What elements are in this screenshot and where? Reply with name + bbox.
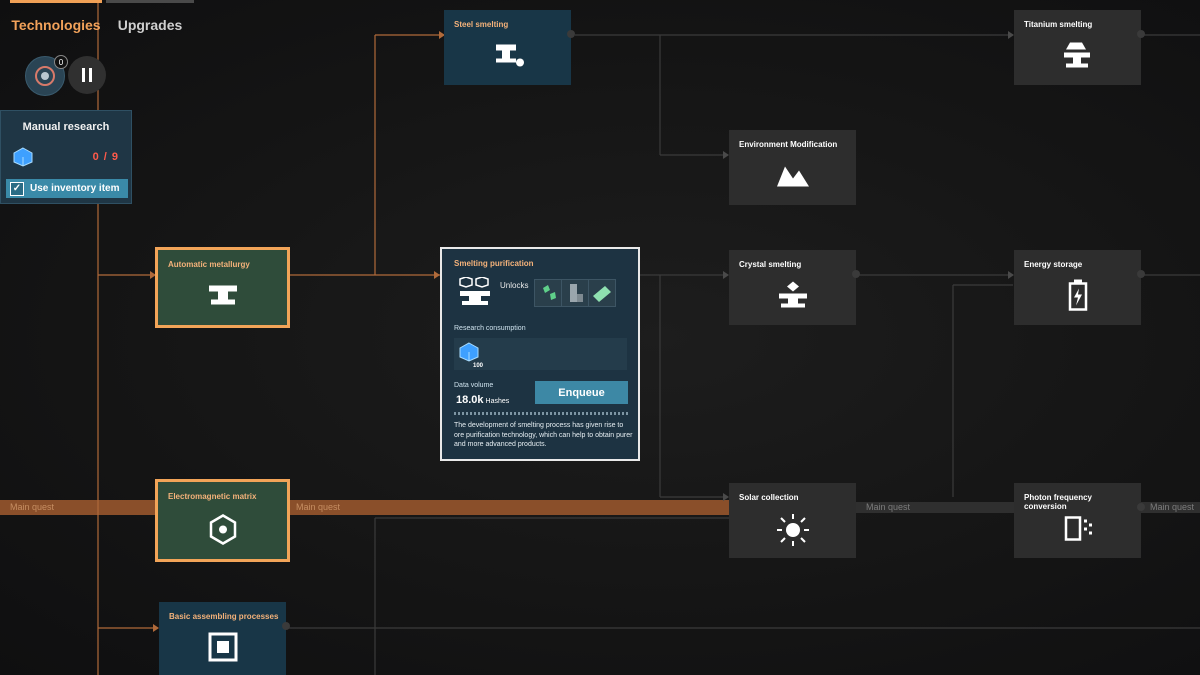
unlock-item-slot[interactable] xyxy=(588,279,616,307)
popup-title: Smelting purification xyxy=(454,259,534,268)
node-label: Automatic metallurgy xyxy=(168,260,250,269)
anvil-purification-icon xyxy=(459,277,490,305)
crystal-ore-icon xyxy=(543,285,556,300)
battery-icon xyxy=(1068,279,1087,311)
tab-upgrades[interactable]: Upgrades xyxy=(106,0,194,47)
main-quest-band xyxy=(0,500,730,515)
sun-icon xyxy=(776,513,809,546)
main-quest-label: Main quest xyxy=(10,502,55,512)
tech-node-electromagnetic-matrix[interactable]: Electromagnetic matrix xyxy=(155,479,290,562)
manual-research-panel: Manual research 0 / 9 ✓ Use inventory it… xyxy=(0,110,132,204)
anvil-icon xyxy=(208,285,237,304)
tech-node-basic-assembling-processes[interactable]: Basic assembling processes xyxy=(159,602,290,675)
manual-research-title: Manual research xyxy=(22,121,110,133)
pause-button[interactable] xyxy=(68,56,106,94)
research-consumption-bar xyxy=(454,338,627,370)
tech-description: The development of smelting process has … xyxy=(454,422,633,448)
tech-node-photon-frequency-conversion[interactable]: Photon frequency conversion xyxy=(1014,483,1145,558)
node-connector xyxy=(1137,503,1145,511)
terrain-modification-icon xyxy=(776,166,809,186)
research-queue-icon xyxy=(35,66,55,86)
unlock-item-slot[interactable] xyxy=(561,279,589,307)
tech-node-crystal-smelting[interactable]: Crystal smelting xyxy=(729,250,860,325)
tech-node-environment-modification[interactable]: Environment Modification xyxy=(729,130,856,205)
unlocks-label: Unlocks xyxy=(500,281,529,290)
photon-converter-icon xyxy=(1064,515,1092,541)
research-consumption-label: Research consumption xyxy=(454,325,526,332)
use-inventory-item-label: Use inventory item xyxy=(30,183,120,194)
checkbox-checked-icon[interactable]: ✓ xyxy=(10,181,24,196)
node-connector xyxy=(282,622,290,630)
node-label: Environment Modification xyxy=(739,140,838,149)
node-connector xyxy=(567,30,575,38)
data-volume-number: 18.0k xyxy=(456,394,484,406)
tech-node-energy-storage[interactable]: Energy storage xyxy=(1014,250,1145,325)
enqueue-button[interactable]: Enqueue xyxy=(535,381,628,404)
electromagnetic-matrix-icon xyxy=(209,513,236,545)
tech-node-titanium-smelting[interactable]: Titanium smelting xyxy=(1014,10,1145,85)
matrix-cube-icon xyxy=(459,342,479,362)
main-quest-label: Main quest xyxy=(866,502,911,512)
node-connector xyxy=(852,270,860,278)
data-volume-label: Data volume xyxy=(454,382,494,389)
matrix-cube-icon xyxy=(13,147,33,167)
anvil-titanium-icon xyxy=(1063,42,1090,67)
node-label: Energy storage xyxy=(1024,260,1083,269)
anvil-crystal-icon xyxy=(778,281,807,307)
node-label: Photon frequency conversion xyxy=(1024,493,1093,511)
glass-plate-icon xyxy=(593,286,611,302)
node-label: Crystal smelting xyxy=(739,260,802,269)
queue-count-badge: 0 xyxy=(54,55,68,69)
pipe-fitting-icon xyxy=(570,284,583,302)
main-quest-label: Main quest xyxy=(296,502,341,512)
manual-research-count: 0 / 9 xyxy=(92,151,119,163)
main-quest-label: Main quest xyxy=(1150,502,1195,512)
node-label: Basic assembling processes xyxy=(169,612,279,621)
assembler-icon xyxy=(208,632,237,661)
use-inventory-item-toggle[interactable]: ✓ Use inventory item xyxy=(6,179,128,198)
unlock-item-slot[interactable] xyxy=(534,279,562,307)
pause-icon xyxy=(82,68,92,82)
divider xyxy=(454,412,629,415)
tech-node-automatic-metallurgy[interactable]: Automatic metallurgy xyxy=(155,247,290,328)
node-label: Steel smelting xyxy=(454,20,509,29)
consumption-quantity: 100 xyxy=(473,363,484,369)
research-queue-button[interactable]: 0 xyxy=(25,55,68,96)
node-label: Solar collection xyxy=(739,493,799,502)
node-connector xyxy=(1137,30,1145,38)
node-label: Electromagnetic matrix xyxy=(168,492,257,501)
anvil-fire-icon xyxy=(495,44,524,66)
node-label: Titanium smelting xyxy=(1024,20,1093,29)
node-connector xyxy=(1137,270,1145,278)
tech-node-solar-collection[interactable]: Solar collection xyxy=(729,483,856,558)
tab-technologies[interactable]: Technologies xyxy=(10,0,102,47)
tech-detail-popup: Smelting purification Unlocks Research c… xyxy=(440,247,640,461)
data-volume-unit: Hashes xyxy=(485,398,510,405)
tech-node-steel-smelting[interactable]: Steel smelting xyxy=(444,10,575,85)
